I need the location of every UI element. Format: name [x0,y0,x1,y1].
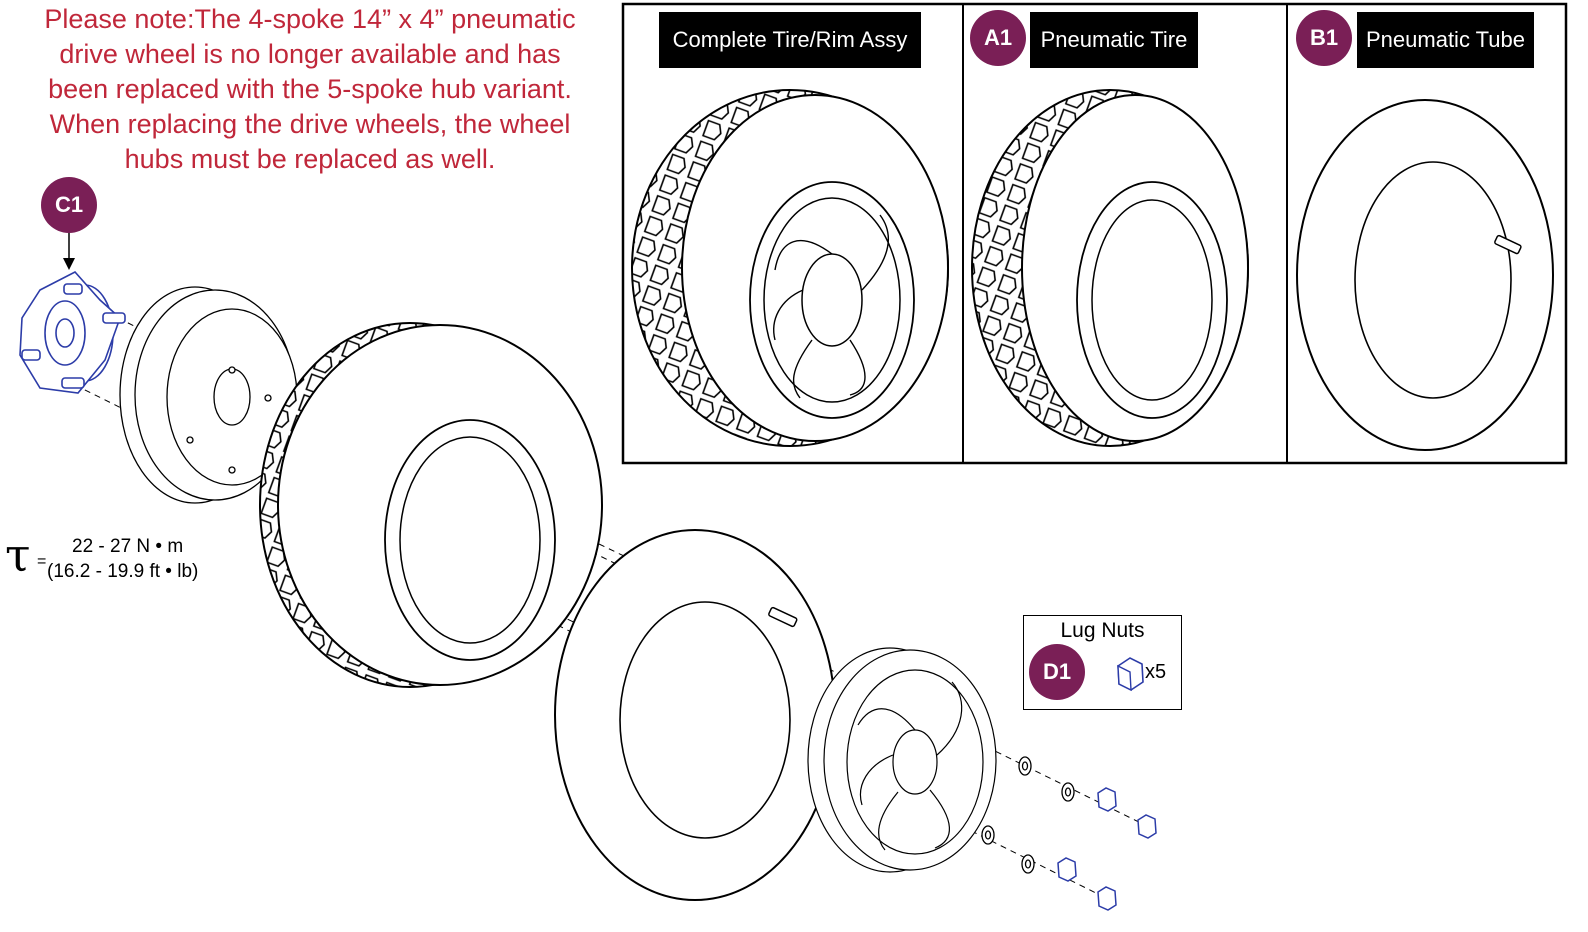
torque-equals: = [37,553,47,570]
washer-icon [981,756,1075,874]
lug-nut-icon [1057,787,1157,911]
inset-frame [621,2,1568,465]
inset-tube-icon [1296,99,1554,451]
note-line: drive wheel is no longer available and h… [59,39,561,69]
tire-icon [259,322,603,688]
tube-icon [554,529,836,901]
badge-c1: C1 [41,177,97,233]
torque-symbol: τ [5,528,31,582]
note-line: Please note:The 4-spoke 14” x 4” pneumat… [44,4,576,34]
note-line: When replacing the drive wheels, the whe… [49,109,571,139]
inset-complete-tire-icon [631,89,949,447]
note-line: been replaced with the 5-spoke hub varia… [48,74,572,104]
lug-nuts-quantity: x5 [1145,661,1167,683]
arrow-icon [63,232,75,270]
torque-metric: 22 - 27 N • m [72,536,184,557]
label-pneumatic-tire: Pneumatic Tire [1030,12,1198,68]
valve-stem-icon [768,606,798,628]
lug-nuts-title: Lug Nuts [1060,619,1145,642]
replacement-note: Please note:The 4-spoke 14” x 4” pneumat… [0,2,620,177]
valve-stem-icon [1494,234,1522,255]
label-pneumatic-tube: Pneumatic Tube [1357,12,1534,68]
badge-a1: A1 [970,10,1026,66]
label-complete-tire-rim: Complete Tire/Rim Assy [659,12,921,68]
note-line: hubs must be replaced as well. [124,144,496,174]
inset-tire-icon [971,89,1249,447]
torque-imperial: (16.2 - 19.9 ft • lb) [47,561,199,582]
rim-half-icon [119,286,298,504]
rim-outer-icon [807,647,997,873]
hub-icon [19,271,126,394]
lug-nut-icon [1117,657,1144,692]
badge-d1: D1 [1029,644,1085,700]
badge-b1: B1 [1296,10,1352,66]
